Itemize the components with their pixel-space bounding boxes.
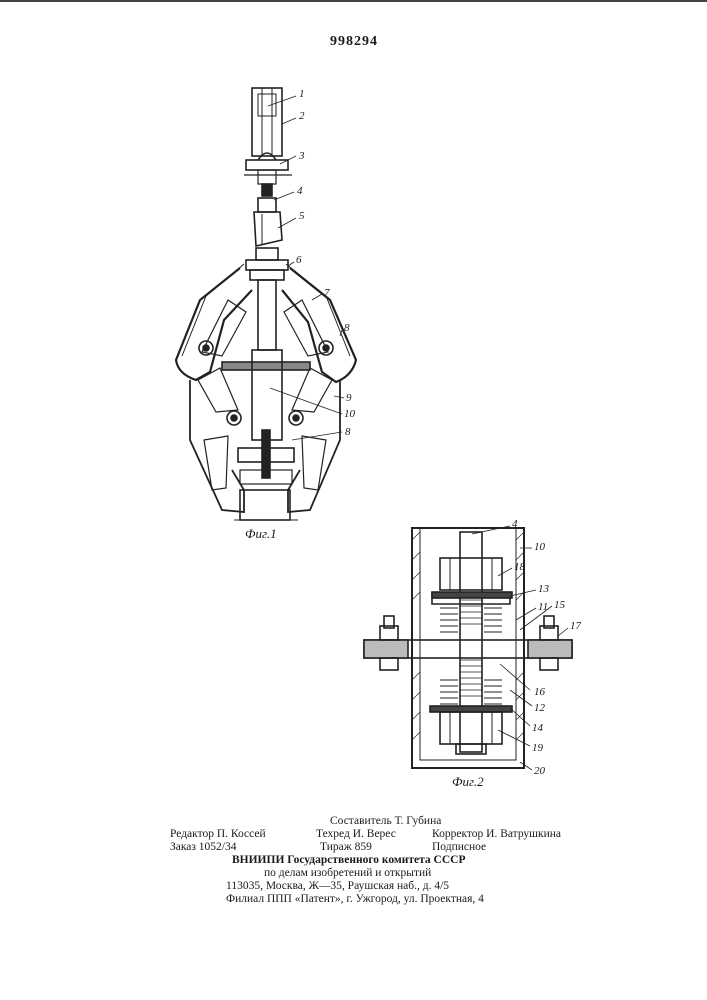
fig2-label-15: 15: [554, 599, 565, 611]
fig2-label-20: 20: [534, 765, 545, 777]
fig2-label-13: 13: [538, 583, 549, 595]
imprint-org2: по делам изобретений и открытий: [264, 866, 431, 880]
fig2-caption: Фиг.2: [452, 774, 484, 790]
imprint-org1: ВНИИПИ Государственного комитета СССР: [232, 853, 465, 867]
fig1-caption: Фиг.1: [245, 526, 277, 542]
imprint-subscription: Подписное: [432, 840, 486, 854]
imprint-order: Заказ 1052/34: [170, 840, 237, 854]
fig2-label-19: 19: [532, 742, 543, 754]
imprint-corrector: Корректор И. Ватрушкина: [432, 827, 561, 841]
fig1-label-10: 10: [344, 408, 355, 420]
fig1-label-2: 2: [299, 110, 305, 122]
fig2-label-18: 18: [514, 561, 525, 573]
fig1-label-8: 8: [344, 322, 350, 334]
imprint-techred: Техред И. Верес: [316, 827, 396, 841]
imprint-compiler: Составитель Т. Губина: [330, 814, 441, 828]
fig2-label-10: 10: [534, 541, 545, 553]
fig1-label-6: 6: [296, 254, 302, 266]
fig1-label-4: 4: [297, 185, 303, 197]
fig1-label-8b: 8: [345, 426, 351, 438]
fig1-label-7: 7: [324, 287, 330, 299]
fig1-label-5: 5: [299, 210, 305, 222]
imprint-address: 113035, Москва, Ж—35, Раушская наб., д. …: [226, 879, 449, 893]
imprint-circulation: Тираж 859: [320, 840, 372, 854]
imprint-branch: Филиал ППП «Патент», г. Ужгород, ул. Про…: [226, 892, 484, 906]
fig1-label-1: 1: [299, 88, 305, 100]
fig2-label-14: 14: [532, 722, 543, 734]
fig2-label-12: 12: [534, 702, 545, 714]
fig2-label-17: 17: [570, 620, 581, 632]
fig2-label-11: 11: [538, 601, 548, 613]
imprint-editor: Редактор П. Коссей: [170, 827, 266, 841]
fig2-label-4: 4: [512, 518, 518, 530]
fig1-label-3: 3: [299, 150, 305, 162]
fig2-label-16: 16: [534, 686, 545, 698]
fig1-label-9: 9: [346, 392, 352, 404]
